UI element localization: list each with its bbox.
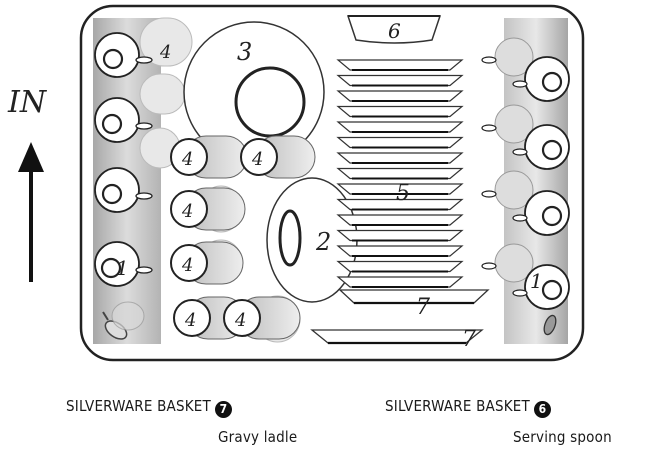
- cup-item: [94, 167, 153, 213]
- dish-item: [336, 229, 464, 242]
- cup-item: [94, 32, 153, 78]
- marker-bowl: 6: [388, 19, 401, 43]
- badge-basket-left: 7: [214, 401, 232, 418]
- caption-basket-right-text: SILVERWARE BASKET: [385, 397, 530, 415]
- cup-item: [481, 37, 570, 102]
- dish-item: [336, 167, 464, 180]
- caption-basket-left-text: SILVERWARE BASKET: [66, 397, 211, 415]
- dish-item: [336, 198, 464, 211]
- dish-item: [336, 59, 464, 71]
- cup-item: [94, 97, 153, 143]
- svg-text:4: 4: [181, 201, 193, 222]
- dish-item: [336, 276, 464, 288]
- marker-dishes: 5: [396, 181, 410, 206]
- marker-glass-top: 4: [159, 42, 171, 63]
- platter-item: [310, 329, 484, 345]
- dish-item: [336, 260, 464, 273]
- cup-item: 1: [94, 241, 153, 287]
- marker-cups-left: 1: [116, 256, 129, 280]
- marker-cups-right: 1: [530, 269, 543, 293]
- dish-item: [336, 90, 464, 102]
- cup-item: 1: [481, 243, 570, 310]
- svg-text:4: 4: [181, 255, 193, 276]
- cups-right: 1: [481, 37, 570, 310]
- caption-serving-spoon: Serving spoon: [513, 428, 612, 446]
- cup-item: [481, 170, 570, 236]
- badge-basket-right: 6: [533, 401, 551, 418]
- serving-spoon-icon: [543, 314, 557, 336]
- glasses: 4 4 4 4 4 4 4: [159, 42, 316, 340]
- svg-text:4: 4: [181, 149, 193, 170]
- svg-text:4: 4: [251, 149, 263, 170]
- caption-gravy-ladle: Gravy ladle: [218, 428, 298, 446]
- svg-text:4: 4: [234, 310, 246, 331]
- glass-item: 4: [170, 187, 246, 231]
- glass-item: 4: [170, 135, 248, 179]
- dish-item: [336, 183, 464, 195]
- marker-platter: 7: [416, 295, 430, 320]
- dish-item: [336, 152, 464, 164]
- cups-left: 1: [94, 32, 153, 331]
- glass-item: 4: [223, 296, 301, 340]
- dish-item: [336, 245, 464, 257]
- platters: 7 7: [310, 289, 490, 352]
- platter-item: [338, 289, 490, 305]
- glass-item: 4: [240, 135, 316, 179]
- marker-plate-large: 3: [237, 38, 252, 66]
- dishes-stack: [336, 59, 464, 288]
- in-label: IN: [7, 85, 48, 120]
- dish-item: [336, 105, 464, 118]
- dish-item: [336, 214, 464, 226]
- glass-item: 4: [170, 241, 244, 285]
- in-direction-arrow: IN: [7, 85, 48, 282]
- marker-plate-medium: 2: [315, 228, 331, 256]
- dish-item: [336, 74, 464, 87]
- marker-platter: 7: [462, 327, 476, 352]
- cup-item: [481, 104, 570, 170]
- plate-medium: 2: [266, 177, 358, 303]
- dish-item: [336, 136, 464, 149]
- dish-item: [336, 121, 464, 133]
- svg-text:4: 4: [184, 310, 196, 331]
- bowl: 6: [346, 15, 442, 44]
